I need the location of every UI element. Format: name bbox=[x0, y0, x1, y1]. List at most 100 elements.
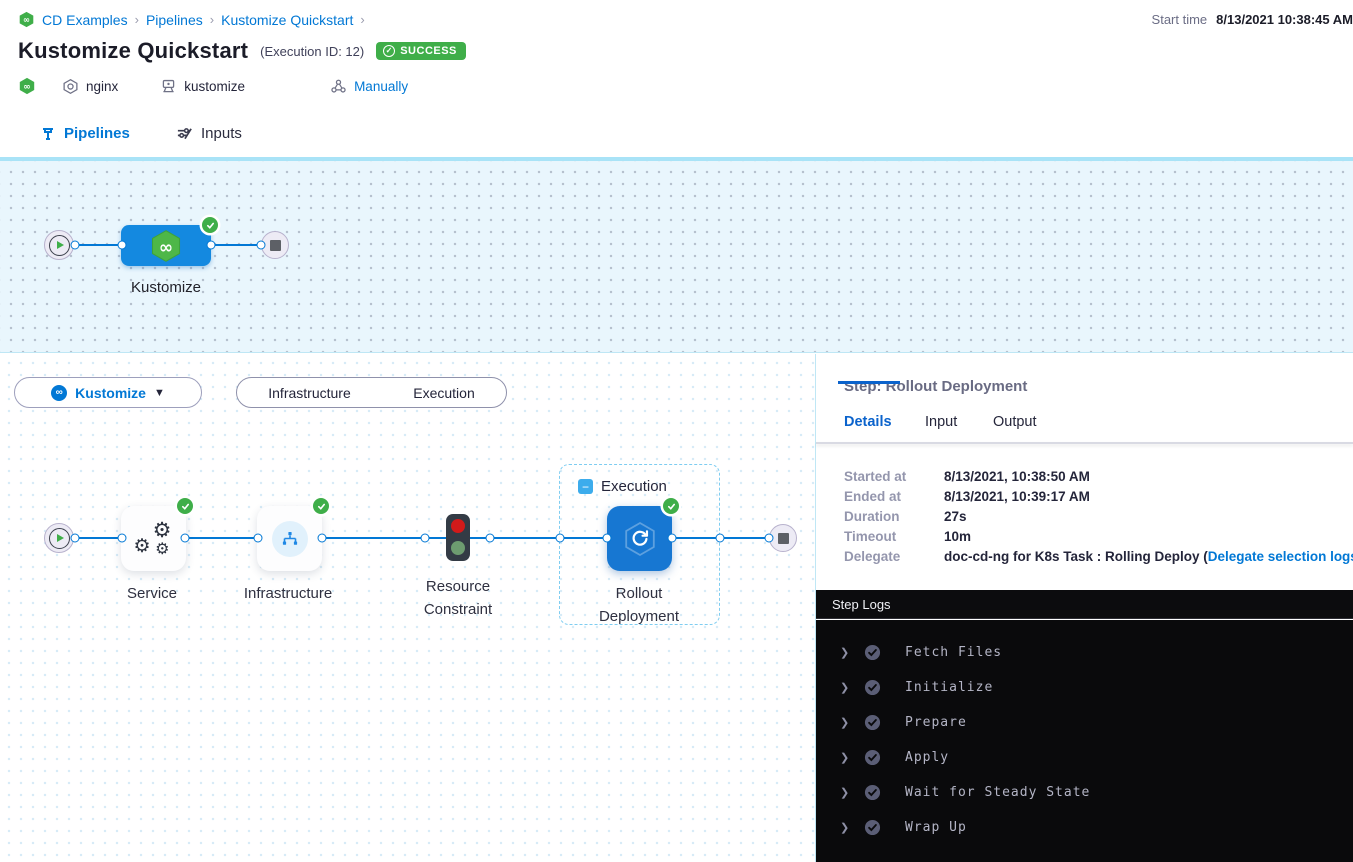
breadcrumb-kustomize-quickstart[interactable]: Kustomize Quickstart bbox=[221, 11, 354, 28]
chevron-right-icon[interactable]: ❯ bbox=[840, 717, 850, 729]
trigger-label[interactable]: Manually bbox=[354, 78, 409, 94]
chevron-right-icon[interactable]: ❯ bbox=[840, 787, 850, 799]
log-success-icon bbox=[864, 714, 881, 731]
step-node-service[interactable]: ⚙ ⚙ ⚙ bbox=[121, 498, 193, 571]
connector-point bbox=[715, 533, 725, 543]
tabbar-divider bbox=[0, 157, 1353, 161]
step-node-resource-constraint[interactable] bbox=[446, 514, 470, 561]
stop-icon bbox=[269, 239, 281, 251]
stage-selector-label: Kustomize bbox=[75, 384, 146, 401]
tab-inputs-label: Inputs bbox=[201, 125, 242, 142]
step-node-infrastructure[interactable] bbox=[257, 498, 329, 571]
log-section-wrap-up[interactable]: ❯ Wrap Up bbox=[816, 810, 1353, 845]
log-section-label: Fetch Files bbox=[905, 645, 1003, 660]
stage-selector-icon: ∞ bbox=[51, 384, 68, 401]
breadcrumb-cd-examples[interactable]: CD Examples bbox=[42, 11, 128, 28]
detail-row-duration: Duration 27s bbox=[844, 506, 1344, 526]
connector-point bbox=[206, 240, 216, 250]
chevron-right-icon[interactable]: ❯ bbox=[840, 647, 850, 659]
tab-pipelines-label: Pipelines bbox=[64, 125, 130, 142]
connector-point bbox=[180, 533, 190, 543]
harness-cd-icon: ∞ bbox=[19, 77, 35, 95]
execution-group-label: Execution bbox=[601, 478, 667, 495]
breadcrumb-separator: › bbox=[134, 12, 139, 27]
stop-icon bbox=[777, 532, 789, 544]
chevron-right-icon[interactable]: ❯ bbox=[840, 682, 850, 694]
svg-text:∞: ∞ bbox=[23, 16, 30, 26]
delegate-selection-logs-link[interactable]: Delegate selection logs bbox=[1207, 548, 1353, 564]
active-tab-underline bbox=[838, 381, 900, 384]
pipeline-end-node[interactable] bbox=[261, 231, 289, 259]
kustomize-stage-icon: ∞ bbox=[151, 229, 181, 262]
log-section-prepare[interactable]: ❯ Prepare bbox=[816, 705, 1353, 740]
pipeline-start-node[interactable] bbox=[44, 230, 74, 260]
log-section-apply[interactable]: ❯ Apply bbox=[816, 740, 1353, 775]
panel-divider bbox=[815, 354, 816, 862]
success-check-icon bbox=[663, 498, 679, 514]
svg-text:∞: ∞ bbox=[159, 238, 173, 258]
log-section-label: Wrap Up bbox=[905, 820, 967, 835]
page-title: Kustomize Quickstart bbox=[18, 38, 249, 63]
pipelines-icon bbox=[43, 127, 53, 140]
success-check-icon bbox=[202, 217, 218, 233]
chevron-right-icon[interactable]: ❯ bbox=[840, 752, 850, 764]
connector-point bbox=[602, 533, 612, 543]
connector-point bbox=[253, 533, 263, 543]
infrastructure-icon bbox=[271, 520, 308, 557]
detail-label: Timeout bbox=[844, 528, 897, 544]
detail-label: Ended at bbox=[844, 488, 902, 504]
step-details-panel: Step: Rollout Deployment Details Input O… bbox=[816, 354, 1353, 862]
toggle-infrastructure[interactable]: Infrastructure bbox=[268, 384, 351, 401]
log-success-icon bbox=[864, 644, 881, 661]
detail-value: 8/13/2021, 10:38:50 AM bbox=[944, 468, 1090, 484]
breadcrumb-pipelines[interactable]: Pipelines bbox=[145, 11, 203, 28]
detail-row-ended-at: Ended at 8/13/2021, 10:39:17 AM bbox=[844, 486, 1344, 506]
traffic-light-green bbox=[451, 541, 465, 555]
status-badge-label: SUCCESS bbox=[400, 45, 457, 57]
chevron-right-icon[interactable]: ❯ bbox=[840, 822, 850, 834]
service-gears-icon: ⚙ ⚙ ⚙ bbox=[133, 518, 172, 558]
detail-label: Delegate bbox=[844, 548, 901, 564]
log-section-label: Initialize bbox=[905, 680, 994, 695]
trigger-icon bbox=[331, 79, 346, 93]
svg-text:∞: ∞ bbox=[23, 82, 31, 92]
execution-step-group: − Execution bbox=[559, 464, 720, 625]
step-logs-title: Step Logs bbox=[832, 596, 891, 612]
delegate-text: doc-cd-ng for K8s Task : Rolling Deploy … bbox=[944, 548, 1208, 564]
connector-point bbox=[420, 533, 430, 543]
log-section-wait-for-steady-state[interactable]: ❯ Wait for Steady State bbox=[816, 775, 1353, 810]
connector-point bbox=[764, 533, 774, 543]
stage-node-kustomize[interactable]: ∞ bbox=[121, 217, 218, 266]
connector-line bbox=[186, 537, 258, 539]
execution-start-node[interactable] bbox=[44, 523, 74, 553]
log-section-fetch-files[interactable]: ❯ Fetch Files bbox=[816, 635, 1353, 670]
step-node-rollout-deployment[interactable] bbox=[607, 498, 679, 571]
connector-line bbox=[74, 537, 122, 539]
detail-value: 8/13/2021, 10:39:17 AM bbox=[944, 488, 1090, 504]
log-section-label: Apply bbox=[905, 750, 950, 765]
toggle-execution[interactable]: Execution bbox=[413, 384, 475, 401]
detail-row-delegate: Delegate doc-cd-ng for K8s Task : Rollin… bbox=[844, 546, 1353, 566]
tab-output[interactable]: Output bbox=[993, 414, 1037, 430]
check-icon: ✓ bbox=[383, 45, 396, 57]
tab-pipelines[interactable]: Pipelines bbox=[40, 110, 130, 157]
log-section-initialize[interactable]: ❯ Initialize bbox=[816, 670, 1353, 705]
traffic-light-red bbox=[451, 519, 465, 533]
breadcrumb-separator: › bbox=[209, 12, 215, 27]
tab-inputs[interactable]: Inputs bbox=[176, 110, 242, 157]
success-check-icon bbox=[177, 498, 193, 514]
tab-input[interactable]: Input bbox=[925, 414, 958, 430]
node-label-resource-constraint: Resource Constraint bbox=[423, 578, 493, 618]
start-time: Start time 8/13/2021 10:38:45 AM bbox=[1152, 12, 1353, 27]
tab-details[interactable]: Details bbox=[844, 414, 892, 430]
stage-selector-dropdown[interactable]: ∞ Kustomize ▼ bbox=[14, 377, 202, 408]
step-logs-console[interactable]: ❯ Fetch Files ❯ Initialize ❯ Prepare ❯ bbox=[816, 620, 1353, 862]
log-success-icon bbox=[864, 784, 881, 801]
service-icon bbox=[63, 78, 78, 94]
collapse-group-icon[interactable]: − bbox=[578, 479, 593, 494]
log-section-label: Wait for Steady State bbox=[905, 785, 1091, 800]
connector-point bbox=[117, 533, 127, 543]
title-row: Kustomize Quickstart (Execution ID: 12) … bbox=[18, 38, 466, 64]
execution-id: (Execution ID: 12) bbox=[260, 43, 365, 59]
chevron-down-icon: ▼ bbox=[153, 386, 165, 399]
